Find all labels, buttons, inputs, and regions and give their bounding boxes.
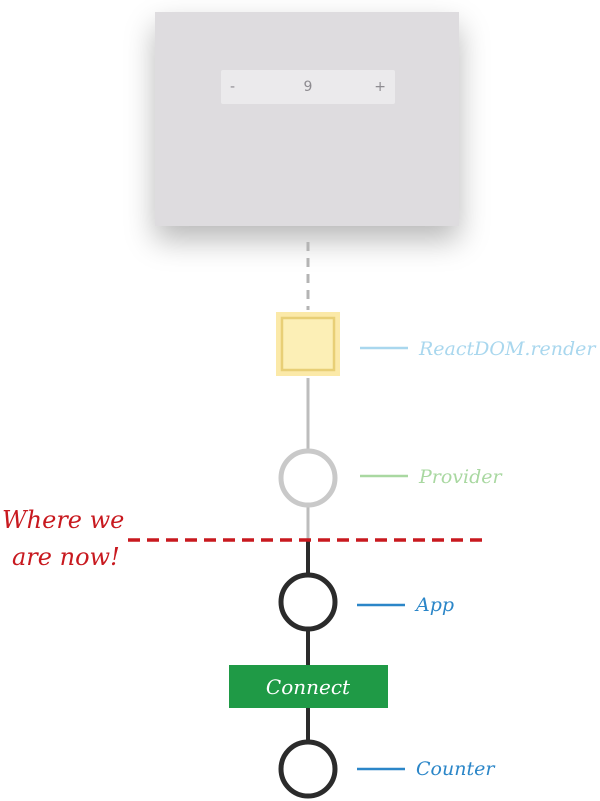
counter-label: Counter xyxy=(416,758,496,780)
provider-label: Provider xyxy=(418,466,504,488)
provider-node xyxy=(278,448,338,508)
app-node xyxy=(278,572,338,632)
decrement-button[interactable]: - xyxy=(230,79,236,95)
counter-value: 9 xyxy=(303,79,313,95)
render-root-inner xyxy=(280,316,336,372)
app-preview-window: - 9 + xyxy=(155,12,459,226)
connect-label: Connect xyxy=(266,675,351,699)
render-label: ReactDOM.render xyxy=(418,338,597,360)
counter-widget: - 9 + xyxy=(221,70,395,104)
app-label: App xyxy=(414,594,454,616)
connect-wrapper xyxy=(229,665,388,708)
increment-button[interactable]: + xyxy=(374,79,386,95)
annotation-line-2: are now! xyxy=(12,543,120,571)
counter-node xyxy=(278,739,338,799)
annotation-line-1: Where we xyxy=(2,506,124,534)
